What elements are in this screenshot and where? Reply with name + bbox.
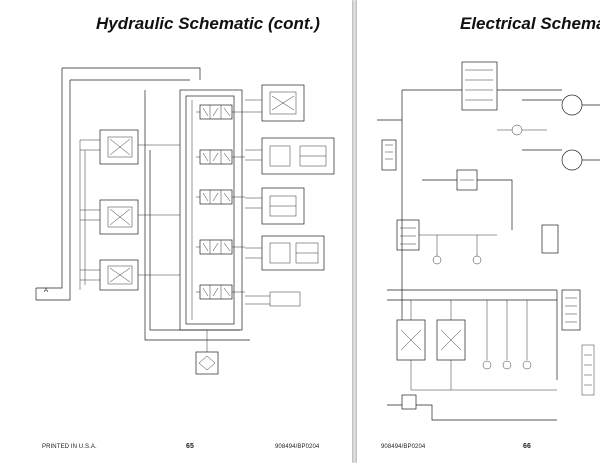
motor-symbol-1 (561, 94, 583, 116)
extend-cylinder (261, 187, 305, 225)
tilt-level-joystick (99, 129, 139, 165)
slave-cylinder (269, 291, 301, 307)
control-valve-1 (199, 104, 233, 120)
footer-part-number-left: 908494/BP0204 (275, 444, 320, 450)
control-valve-5 (199, 284, 233, 300)
right-page: Electrical Schematic (357, 0, 600, 463)
ignition-block (381, 139, 397, 171)
page-title-hydraulic: Hydraulic Schematic (cont.) (96, 14, 320, 33)
page-number-left: 65 (186, 443, 194, 450)
relay-block (461, 61, 498, 111)
auxiliary-controller (99, 259, 139, 291)
control-valve-3 (199, 189, 233, 205)
hydraulic-schematic-diagram: A (35, 67, 335, 375)
return-filter (195, 330, 219, 375)
left-page: Hydraulic Schematic (cont.) (0, 0, 352, 463)
connector-a-label: A (44, 288, 48, 294)
tilt-cylinder (261, 235, 325, 271)
footer-part-number-right: 908494/BP0204 (381, 444, 426, 450)
level-cylinder (261, 84, 305, 122)
page-title-electrical: Electrical Schematic (460, 14, 600, 33)
lift-cylinder (261, 137, 335, 175)
page-number-right: 66 (523, 443, 531, 450)
lift-boom-joystick (99, 199, 139, 235)
footer-printed-in: PRINTED IN U.S.A. (42, 444, 97, 450)
electrical-schematic-diagram (377, 61, 600, 421)
control-valve-4 (199, 239, 233, 255)
switch-block (396, 219, 420, 251)
control-valve-2 (199, 149, 233, 165)
motor-symbol-2 (561, 149, 583, 171)
